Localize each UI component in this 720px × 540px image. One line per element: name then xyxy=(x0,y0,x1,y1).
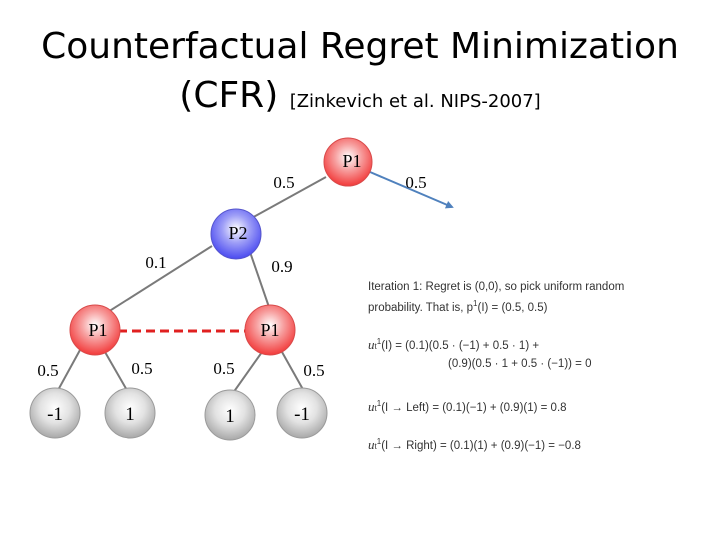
p1-right-node-label: P1 xyxy=(260,320,279,340)
edge-p1r-to-leaf4 xyxy=(281,351,306,394)
p1-left-left-prob: 0.5 xyxy=(37,361,58,380)
p1-left-right-prob: 0.5 xyxy=(131,359,152,378)
eq3-rhs: = (0.1)(1) + (0.9)(−1) = −0.8 xyxy=(436,439,581,452)
equation-3: ut1(I → Right) = (0.1)(1) + (0.9)(−1) = … xyxy=(368,434,581,454)
eq3-u-symbol: u xyxy=(368,436,375,452)
leaf-value-3: 1 xyxy=(225,406,235,427)
eq1-argument: (I) xyxy=(381,339,393,352)
leaf-value-1: -1 xyxy=(47,404,63,425)
edge-p2-to-p1-right xyxy=(249,251,271,311)
leaf-node-1: -1 xyxy=(29,387,81,439)
p2-node: P2 xyxy=(210,208,262,260)
page-title: Counterfactual Regret Minimization xyxy=(0,27,720,67)
title-line-2-main: (CFR) xyxy=(179,75,290,116)
iteration-line-2-part-b: (I) = (0.5, 0.5) xyxy=(477,301,548,314)
iteration-text-line-2: probability. That is, p1(I) = (0.5, 0.5) xyxy=(368,296,547,316)
p1-right-node: P1 xyxy=(244,304,296,356)
eq3-argument: (I → Right) xyxy=(381,439,437,452)
p2-left-prob: 0.1 xyxy=(145,253,166,272)
eq3-subscript: t xyxy=(374,441,377,451)
eq3-superscript: 1 xyxy=(376,437,382,446)
leaf-node-3: 1 xyxy=(204,389,256,441)
iteration-line-2-part-a: probability. That is, p xyxy=(368,301,474,314)
leaf-node-4: -1 xyxy=(276,387,328,439)
edge-p2-to-p1-left xyxy=(99,245,213,318)
leaf-node-2: 1 xyxy=(104,387,156,439)
equation-2: ut1(I → Left) = (0.1)(−1) + (0.9)(1) = 0… xyxy=(368,396,567,416)
page-subtitle: (CFR) [Zinkevich et al. NIPS-2007] xyxy=(0,76,720,122)
p1-left-node: P1 xyxy=(69,304,121,356)
p1-right-right-prob: 0.5 xyxy=(303,361,324,380)
eq1-rhs-part-a: = (0.1)(0.5 · (−1) + 0.5 · 1) + xyxy=(392,339,540,352)
eq2-subscript: t xyxy=(374,403,377,413)
eq2-argument: (I → Left) xyxy=(381,401,430,414)
eq1-u-symbol: u xyxy=(368,336,375,352)
edge-p1l-to-leaf2 xyxy=(104,351,129,393)
eq2-superscript: 1 xyxy=(376,399,382,408)
title-citation: [Zinkevich et al. NIPS-2007] xyxy=(289,91,541,112)
equation-1-line-2: (0.9)(0.5 · 1 + 0.5 · (−1)) = 0 xyxy=(448,358,592,370)
edge-root-to-right-arrow xyxy=(369,171,454,209)
eq2-rhs: = (0.1)(−1) + (0.9)(1) = 0.8 xyxy=(429,401,567,414)
edge-p1l-to-leaf1 xyxy=(56,349,81,393)
equation-1-line-1: ut1(I) = (0.1)(0.5 · (−1) + 0.5 · 1) + xyxy=(368,334,539,354)
root-left-prob: 0.5 xyxy=(273,173,294,192)
leaf-value-2: 1 xyxy=(125,404,135,425)
edge-p1r-to-leaf3 xyxy=(232,351,263,394)
p1-left-node-label: P1 xyxy=(88,320,107,340)
p2-node-label: P2 xyxy=(228,223,247,243)
p2-right-prob: 0.9 xyxy=(271,257,292,276)
eq1-superscript: 1 xyxy=(376,337,382,346)
p1-right-left-prob: 0.5 xyxy=(213,359,234,378)
iteration-line-2-superscript: 1 xyxy=(473,299,478,308)
leaf-value-4: -1 xyxy=(294,404,310,425)
root-right-prob: 0.5 xyxy=(405,173,426,192)
root-node-label: P1 xyxy=(342,151,361,171)
title-line-1: Counterfactual Regret Minimization xyxy=(41,26,679,67)
iteration-text-line-1: Iteration 1: Regret is (0,0), so pick un… xyxy=(368,281,625,293)
root-node: P1 xyxy=(323,137,373,187)
eq1-subscript: t xyxy=(374,341,377,351)
eq2-u-symbol: u xyxy=(368,398,375,414)
